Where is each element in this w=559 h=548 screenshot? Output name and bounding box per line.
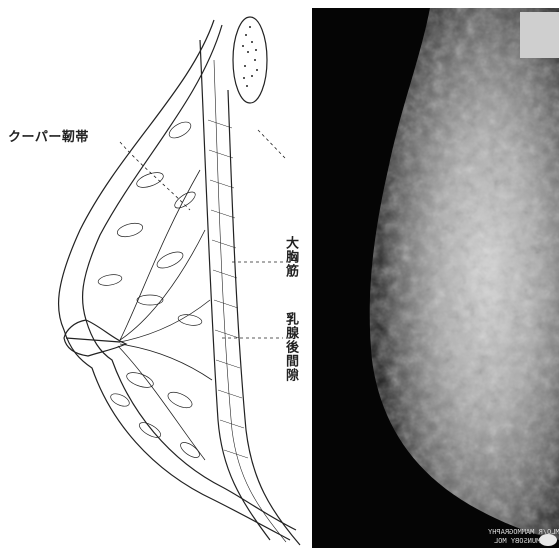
clavicle-section xyxy=(233,17,267,103)
label-pectoralis-major: 大胸筋 xyxy=(284,236,297,278)
skin-outline xyxy=(59,20,290,540)
bone-dots xyxy=(242,26,258,87)
xray-caption-2: MUNSOBY MOL xyxy=(494,537,540,545)
pectoralis-band-front xyxy=(200,40,270,540)
glandular-lobules xyxy=(97,119,202,461)
subcutaneous-outline xyxy=(83,25,296,530)
xray-caption-1: MLO/R MAMMOGRAPHY xyxy=(488,528,559,536)
mammogram-marker xyxy=(520,12,559,58)
cooper-leader xyxy=(120,142,190,210)
muscle-fibers xyxy=(208,120,248,458)
label-cooper-ligament: クーパー靭帯 xyxy=(8,126,89,145)
label-retromammary-space: 乳腺後間隙 xyxy=(284,312,297,382)
mammogram-panel xyxy=(312,8,559,548)
anatomy-drawing xyxy=(59,17,300,545)
milk-ducts xyxy=(118,170,212,460)
